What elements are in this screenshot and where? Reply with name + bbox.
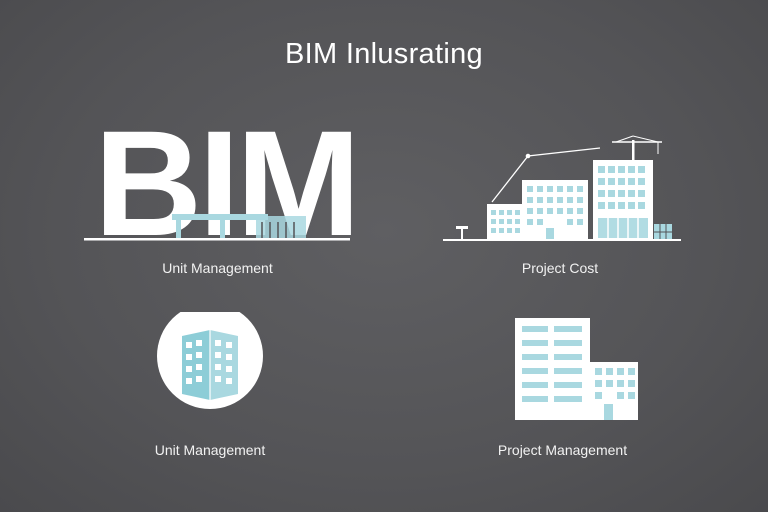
tile-bim-logo: BIM Unit Management	[80, 108, 361, 276]
tile-project-management: Project Management	[480, 316, 645, 466]
tile-unit-management-caption: Unit Management	[154, 442, 266, 458]
tile-bim-caption: Unit Management	[162, 260, 273, 276]
bim-logo-icon	[84, 214, 350, 241]
building-circle-icon	[157, 312, 263, 409]
tile-project-cost-caption: Project Cost	[521, 260, 599, 276]
tile-unit-management: Unit Management	[140, 312, 280, 462]
tile-project-management-caption: Project Management	[497, 442, 628, 458]
tile-project-cost: Project Cost	[440, 130, 685, 280]
bim-logo-text: BIM	[94, 99, 361, 267]
construction-skyline-icon	[443, 135, 681, 241]
page-title: BIM Inlusrating	[285, 38, 483, 70]
office-buildings-icon	[515, 318, 638, 420]
